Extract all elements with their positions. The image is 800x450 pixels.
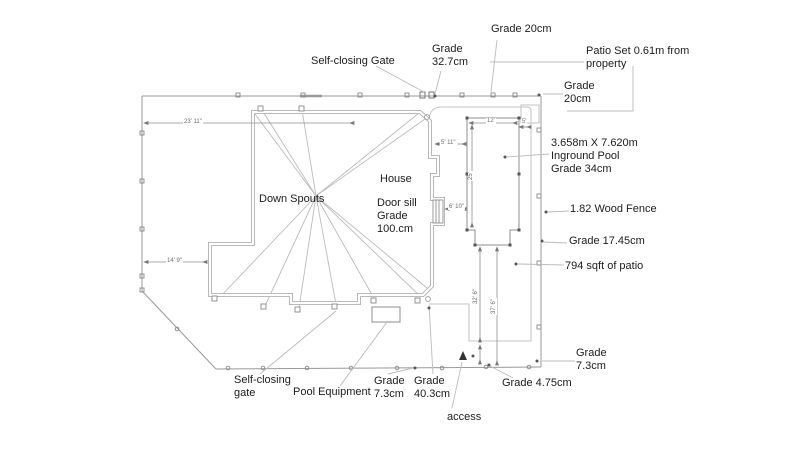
pool-equipment-box <box>371 306 401 323</box>
pool-outline <box>465 116 521 247</box>
property-fence <box>141 94 542 370</box>
patio-boundary <box>428 104 540 342</box>
door-sill-detail <box>432 199 444 224</box>
access-arrow <box>459 351 467 360</box>
pool-corner-dots <box>465 116 521 247</box>
leader-dots <box>413 93 548 370</box>
house-outline <box>208 110 445 305</box>
gate-marker <box>419 91 435 99</box>
downspout-markers <box>211 105 421 313</box>
corner-marker-top-right <box>424 114 430 120</box>
leader-lines <box>259 39 634 409</box>
downspout-lines <box>220 109 428 309</box>
dimension-lines <box>143 121 532 366</box>
corner-marker-bottom-right <box>425 296 431 302</box>
fence-ticks <box>139 92 542 371</box>
patio-set-box <box>520 104 540 124</box>
